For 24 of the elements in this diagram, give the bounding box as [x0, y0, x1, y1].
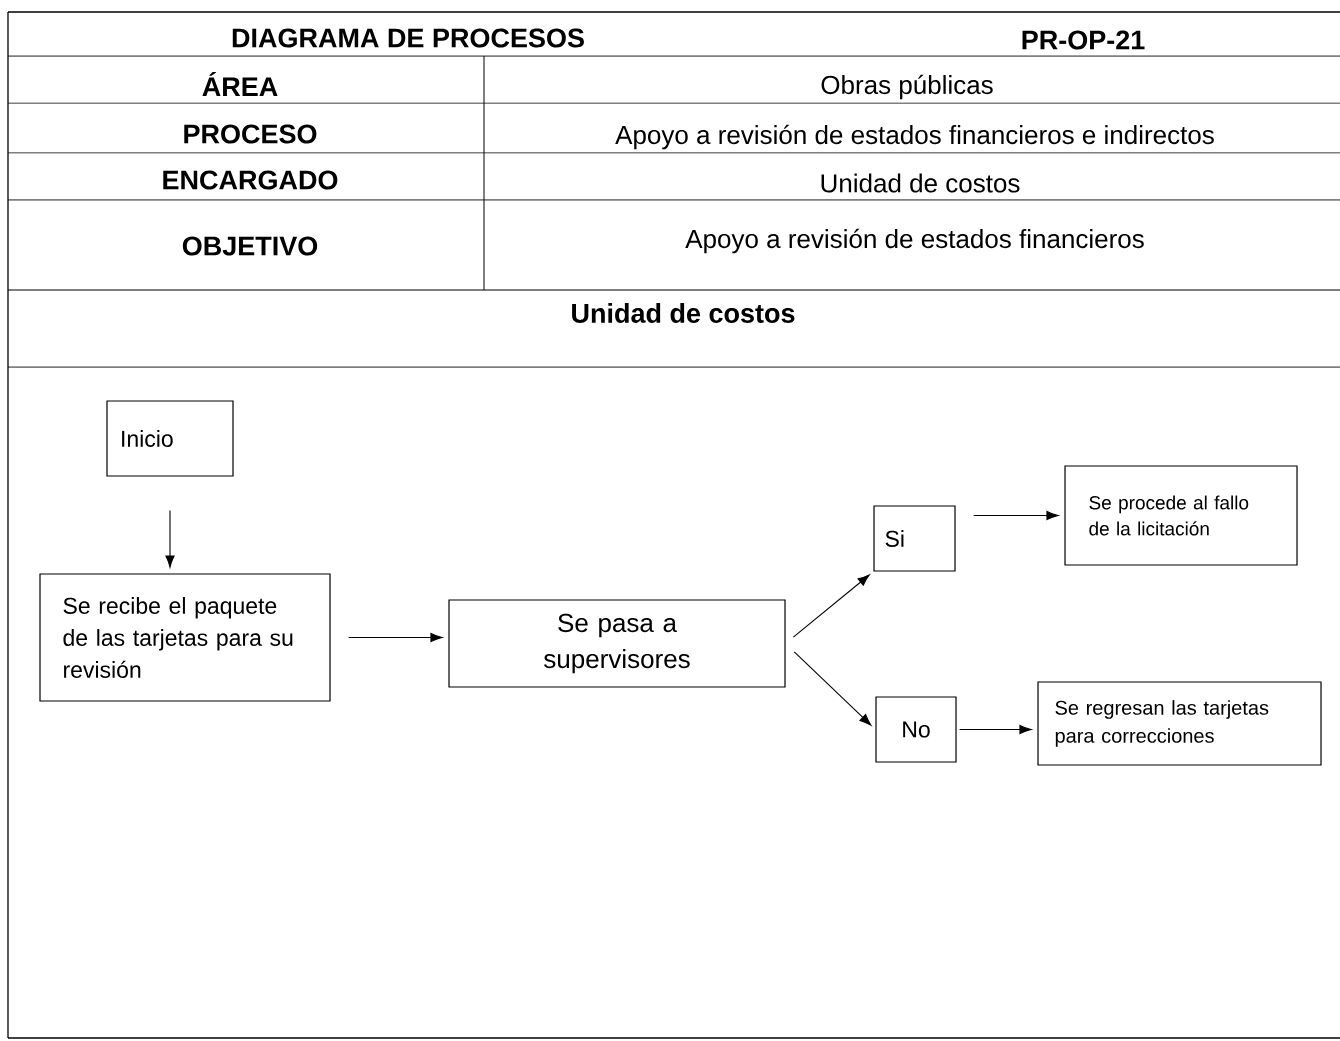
cell-text: Apoyo a revisión de estados financieros — [685, 228, 1144, 254]
cell-text: Unidad de costos — [821, 173, 1020, 193]
arrow — [959, 724, 1032, 735]
process-box: Si — [873, 505, 956, 572]
process-box: Se pasa a supervisores — [448, 599, 786, 688]
process-box: Inicio — [106, 400, 234, 477]
header-text: Unidad de costos — [572, 303, 795, 323]
header-text: ENCARGADO — [163, 170, 338, 190]
cell-text: Apoyo a revisión de estados financieros e indirectos — [615, 124, 1214, 150]
header-text: PROCESO — [184, 124, 317, 144]
arrow — [973, 510, 1059, 521]
process-box: Se recibe el paquete de las tarjetas para su revisión — [39, 573, 331, 702]
cell-text: Obras públicas — [821, 74, 993, 100]
header-text: OBJETIVO — [182, 236, 318, 256]
process-box: Se regresan las tarjetas para correcciones — [1037, 681, 1322, 766]
arrow — [792, 574, 870, 638]
arrow — [165, 510, 175, 568]
header-text: ÁREA — [202, 72, 278, 96]
arrow — [793, 651, 872, 726]
header-text: DIAGRAMA DE PROCESOS — [232, 28, 584, 48]
header-text: PR-OP-21 — [1022, 30, 1145, 50]
arrow — [348, 632, 443, 643]
process-box: No — [875, 696, 957, 763]
process-box: Se procede al fallo de la licitación — [1064, 465, 1298, 566]
